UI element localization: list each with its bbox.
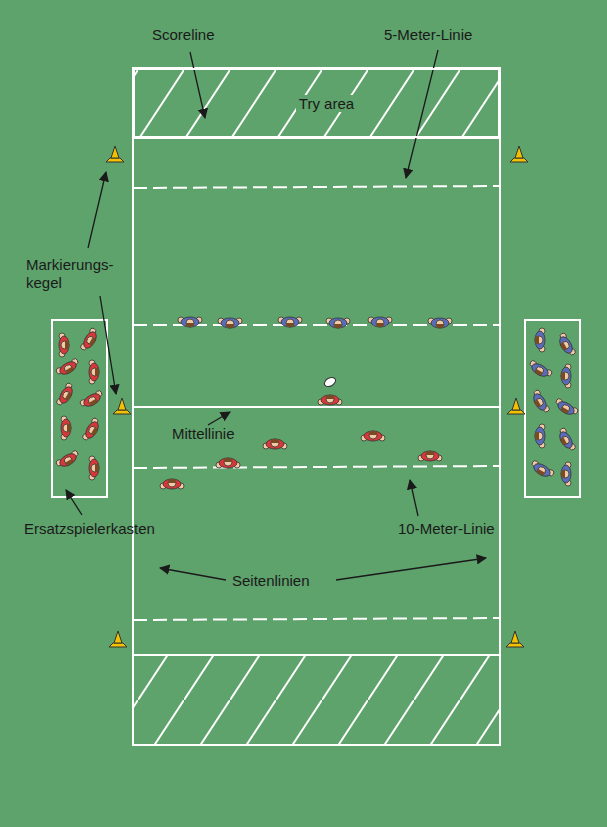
leader-arrow (66, 490, 82, 515)
leader-arrow (190, 52, 205, 118)
player (561, 462, 571, 486)
field-label: 5-Meter-Linie (384, 26, 472, 44)
leader-arrow (336, 558, 486, 580)
players (55, 317, 579, 489)
marker-cone (506, 631, 524, 647)
leader-arrow (208, 412, 230, 425)
field-label: Markierungs- kegel (26, 256, 121, 292)
player (561, 364, 571, 388)
player (178, 317, 202, 327)
player (160, 479, 184, 489)
field-label: Scoreline (152, 26, 215, 44)
player (218, 318, 242, 328)
player (56, 382, 77, 408)
field-label: Seitenlinien (232, 572, 310, 590)
field-label: Mittellinie (172, 425, 235, 443)
player (553, 398, 579, 419)
player (535, 328, 545, 352)
player (216, 458, 240, 468)
rugby-ball (323, 376, 337, 389)
leader-arrow (100, 296, 116, 394)
player (529, 460, 555, 481)
leader-arrow (410, 480, 418, 516)
player (428, 318, 452, 328)
player (55, 450, 81, 471)
player (80, 327, 101, 353)
player (318, 395, 342, 405)
player (556, 332, 577, 358)
player (527, 360, 553, 381)
player (278, 317, 302, 327)
marker-cone (109, 631, 127, 647)
player (89, 456, 99, 480)
marker-cone (510, 146, 528, 162)
marker-cone (507, 398, 525, 414)
marker-cones (106, 146, 528, 647)
player (535, 424, 545, 448)
leader-lines (66, 50, 486, 580)
player (89, 360, 99, 384)
player (59, 333, 69, 357)
marker-cone (106, 146, 124, 162)
field-label: 10-Meter-Linie (398, 520, 495, 538)
player (530, 389, 551, 415)
player (418, 451, 442, 461)
zone-label: Try area (296, 95, 357, 112)
player (361, 431, 385, 441)
player (55, 358, 81, 379)
player (368, 317, 392, 327)
try-area-zone: Try area (133, 68, 500, 138)
field-lines (52, 68, 580, 745)
player (263, 439, 287, 449)
leader-arrow (160, 568, 226, 580)
player (82, 417, 103, 443)
player (79, 390, 105, 411)
player (61, 416, 71, 440)
player (326, 318, 350, 328)
leader-arrow (88, 172, 106, 248)
marker-cone (113, 398, 131, 414)
field-label: Ersatzspielerkasten (24, 520, 155, 538)
player (556, 427, 577, 453)
